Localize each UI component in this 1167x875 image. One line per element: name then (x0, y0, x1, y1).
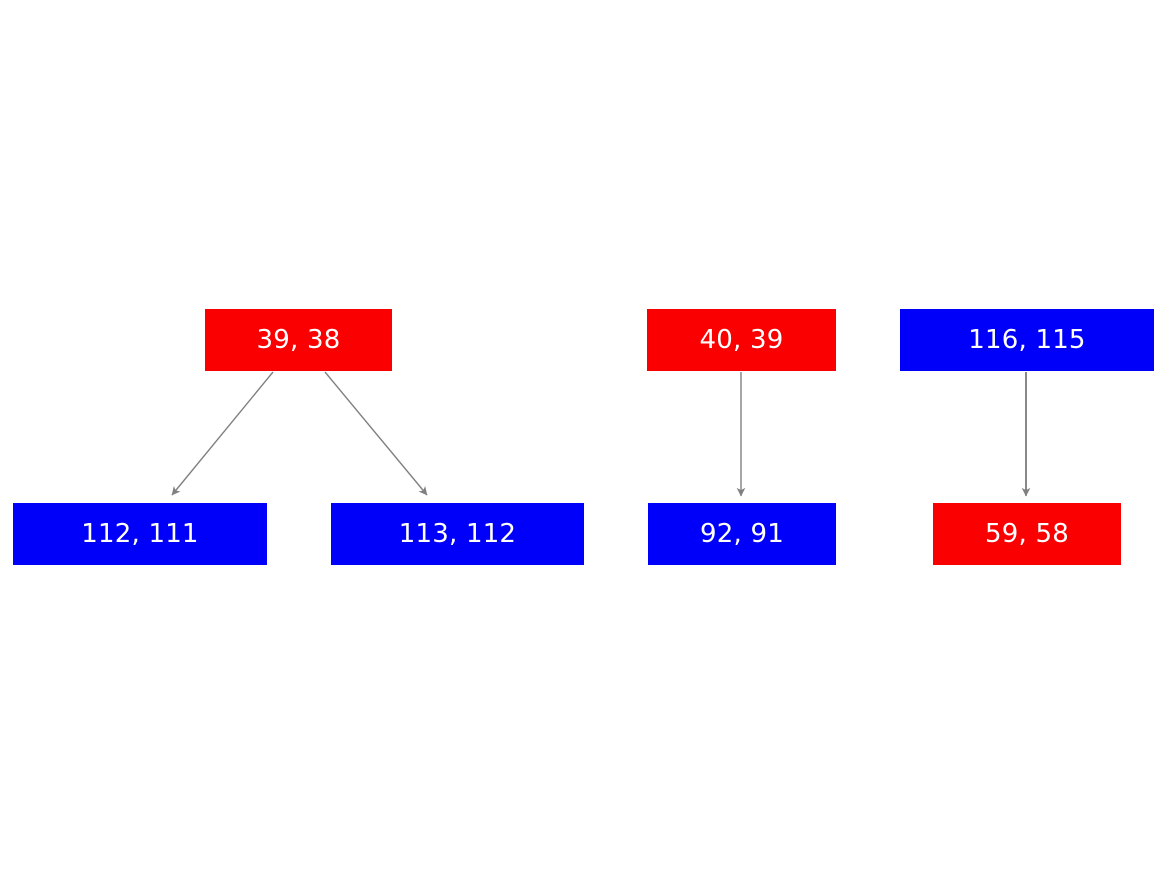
graph-node-39-38[interactable]: 39, 38 (205, 309, 392, 371)
graph-node-116-115[interactable]: 116, 115 (900, 309, 1154, 371)
node-label: 59, 58 (985, 519, 1069, 549)
graph-node-112-111[interactable]: 112, 111 (13, 503, 267, 565)
graph-node-92-91[interactable]: 92, 91 (648, 503, 836, 565)
node-label: 116, 115 (968, 325, 1086, 355)
edge-39-to-112 (171, 371, 274, 496)
node-label: 92, 91 (700, 519, 784, 549)
node-label: 40, 39 (699, 325, 784, 355)
node-label: 112, 111 (81, 519, 199, 549)
node-label: 113, 112 (398, 519, 517, 549)
edge-39-to-113 (324, 371, 428, 496)
graph-node-113-112[interactable]: 113, 112 (331, 503, 584, 565)
graph-node-40-39[interactable]: 40, 39 (647, 309, 836, 371)
graph-node-59-58[interactable]: 59, 58 (933, 503, 1121, 565)
node-label: 39, 38 (256, 325, 341, 355)
